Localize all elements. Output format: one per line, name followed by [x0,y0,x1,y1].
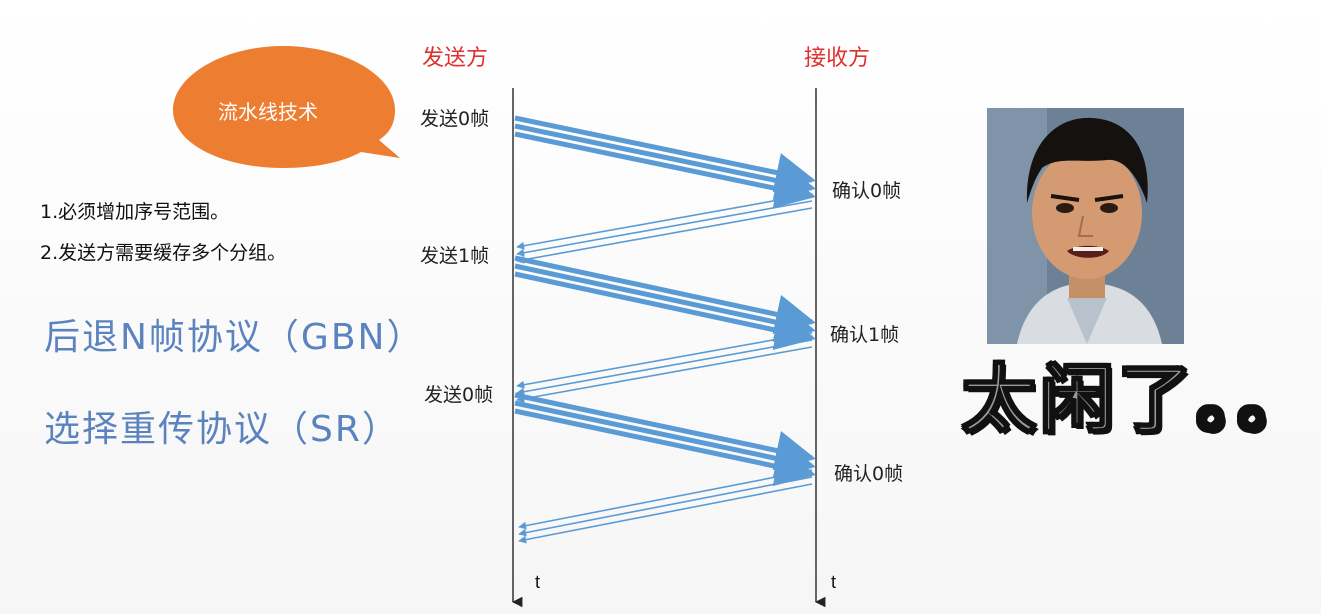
note-1: 1.必须增加序号范围。 [40,201,230,223]
bubble-text: 流水线技术 [218,100,318,124]
receiver-time-label: t [831,572,837,592]
ack-arrows-2 [518,469,813,544]
data-frame-arrows-0 [514,115,816,209]
receiver-title: 接收方 [804,46,871,71]
protocol-sr: 选择重传协议（SR） [44,409,400,450]
ack-arrows-0 [516,193,813,264]
meme-caption: 太闲了。。 [961,356,1315,444]
ack-arrows-1 [516,332,813,403]
sender-time-label: t [535,572,541,592]
send-label-2: 发送0帧 [424,384,494,406]
protocol-gbn: 后退N帧协议（GBN） [44,317,425,358]
sender-title: 发送方 [422,46,489,71]
send-label-0: 发送0帧 [420,108,490,130]
ack-label-1: 确认1帧 [830,324,900,346]
ack-label-2: 确认0帧 [834,463,904,485]
meme-photo [987,108,1184,344]
data-frame-arrows-2 [514,392,816,487]
speech-bubble [173,46,400,168]
ack-label-0: 确认0帧 [832,180,902,202]
data-frame-arrows-1 [514,255,816,350]
note-2: 2.发送方需要缓存多个分组。 [40,242,287,264]
send-label-1: 发送1帧 [420,245,490,267]
